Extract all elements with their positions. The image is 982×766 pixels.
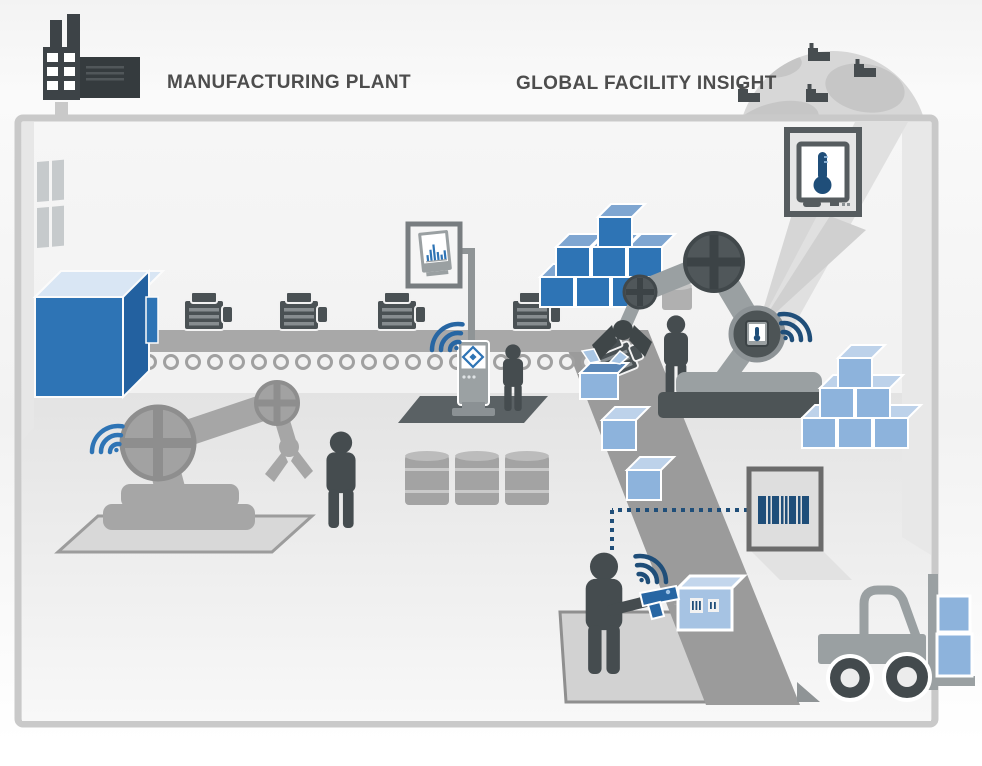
storage-drums <box>405 451 549 505</box>
conveyor-rollers <box>119 354 619 370</box>
robot-arm-left <box>54 380 316 554</box>
window-icon <box>37 159 64 248</box>
robot-arm-right <box>589 231 838 418</box>
panel-shadow <box>749 549 852 580</box>
factory-windows <box>47 53 75 90</box>
open-box-icon <box>577 348 631 400</box>
machine-cabinet <box>32 268 166 400</box>
scanned-box <box>673 574 748 632</box>
dashboard-monitor-icon <box>405 221 463 289</box>
globe-factory-icon <box>808 43 830 61</box>
gripper-claw-icon <box>592 320 652 360</box>
barcode-panel <box>746 466 824 552</box>
forklift-wheels <box>826 652 932 702</box>
robot-joint <box>622 231 745 310</box>
sensor-beam <box>757 214 818 330</box>
dotted-data-link <box>610 508 748 552</box>
sensor-beam <box>757 216 866 330</box>
forklift-cab <box>859 585 921 641</box>
forklift-mast <box>928 574 938 690</box>
right-wall <box>902 122 931 555</box>
forklift-icon <box>797 574 975 702</box>
robot-joint <box>119 380 300 482</box>
kiosk-terminal <box>452 340 495 416</box>
kiosk-station <box>398 221 548 423</box>
scan-operator <box>585 549 681 674</box>
factory-icon <box>43 14 140 118</box>
gripper-claw-icon <box>265 437 313 482</box>
left-wall <box>22 122 34 440</box>
barcode-scanner-icon <box>638 584 681 621</box>
barcode-icon <box>758 496 809 524</box>
forklift-fork <box>928 676 975 686</box>
pallet-load-boxes <box>935 594 974 678</box>
bar-chart-icon <box>426 244 447 262</box>
temperature-monitor-icon <box>784 127 862 217</box>
thermometer-icon <box>813 152 832 194</box>
temperature-sensor-badge <box>728 305 786 363</box>
manufacturing-plant-label: MANUFACTURING PLANT <box>167 72 412 93</box>
global-facility-insight-label: GLOBAL FACILITY INSIGHT <box>516 73 777 94</box>
